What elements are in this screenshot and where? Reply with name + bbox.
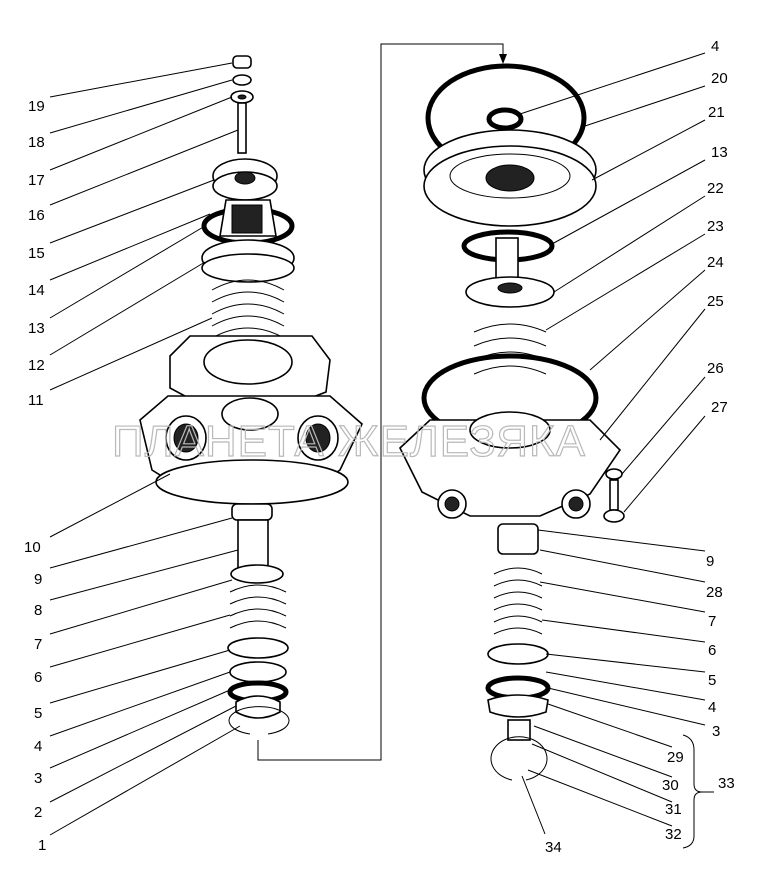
right-valve-assembly (399, 63, 625, 781)
part-label: 34 (545, 839, 562, 856)
part-label: 26 (707, 360, 724, 377)
part-label: 8 (34, 602, 42, 619)
part-label: 9 (34, 571, 42, 588)
part-label: 4 (711, 38, 719, 55)
part-label: 1 (38, 837, 46, 854)
group-label: 33 (718, 775, 735, 792)
part-label: 31 (665, 801, 682, 818)
part-label: 10 (24, 539, 41, 556)
part-label: 22 (707, 180, 724, 197)
part-label: 15 (28, 245, 45, 262)
part-label: 28 (706, 584, 723, 601)
part-label: 20 (711, 70, 728, 87)
part-label: 14 (28, 282, 45, 299)
assembly-connector-line (257, 43, 504, 761)
part-label: 5 (34, 705, 42, 722)
part-label: 29 (667, 749, 684, 766)
part-label: 16 (28, 207, 45, 224)
watermark-text: ПЛАНЕТА ЖЕЛЕЗЯКА (112, 417, 586, 466)
part-label: 21 (708, 104, 725, 121)
part-label: 6 (708, 642, 716, 659)
part-label: 7 (708, 613, 716, 630)
leader-lines (49, 52, 714, 849)
left-valve-assembly (139, 55, 363, 735)
part-label: 30 (662, 777, 679, 794)
part-label: 5 (708, 672, 716, 689)
part-label: 4 (708, 699, 716, 716)
part-label: 19 (28, 98, 45, 115)
part-label: 9 (706, 553, 714, 570)
part-label: 6 (34, 669, 42, 686)
part-label: 2 (34, 804, 42, 821)
part-label: 25 (707, 293, 724, 310)
connector-arrow (499, 54, 507, 64)
part-label: 3 (712, 723, 720, 740)
part-label: 7 (34, 636, 42, 653)
part-label: 18 (28, 134, 45, 151)
part-label: 11 (28, 392, 44, 409)
part-label: 32 (665, 826, 682, 843)
part-label: 13 (711, 144, 728, 161)
part-label: 13 (28, 320, 45, 337)
part-label: 3 (34, 770, 42, 787)
left-part-labels: 19 18 17 16 15 14 13 12 11 10 9 8 7 6 5 … (24, 98, 46, 854)
part-label: 27 (711, 399, 728, 416)
right-part-labels: 4 20 21 13 22 23 24 25 26 27 9 28 7 6 5 … (545, 38, 735, 856)
part-label: 23 (707, 218, 724, 235)
part-label: 4 (34, 738, 42, 755)
part-label: 12 (28, 357, 45, 374)
part-label: 17 (28, 172, 45, 189)
part-label: 24 (707, 254, 724, 271)
